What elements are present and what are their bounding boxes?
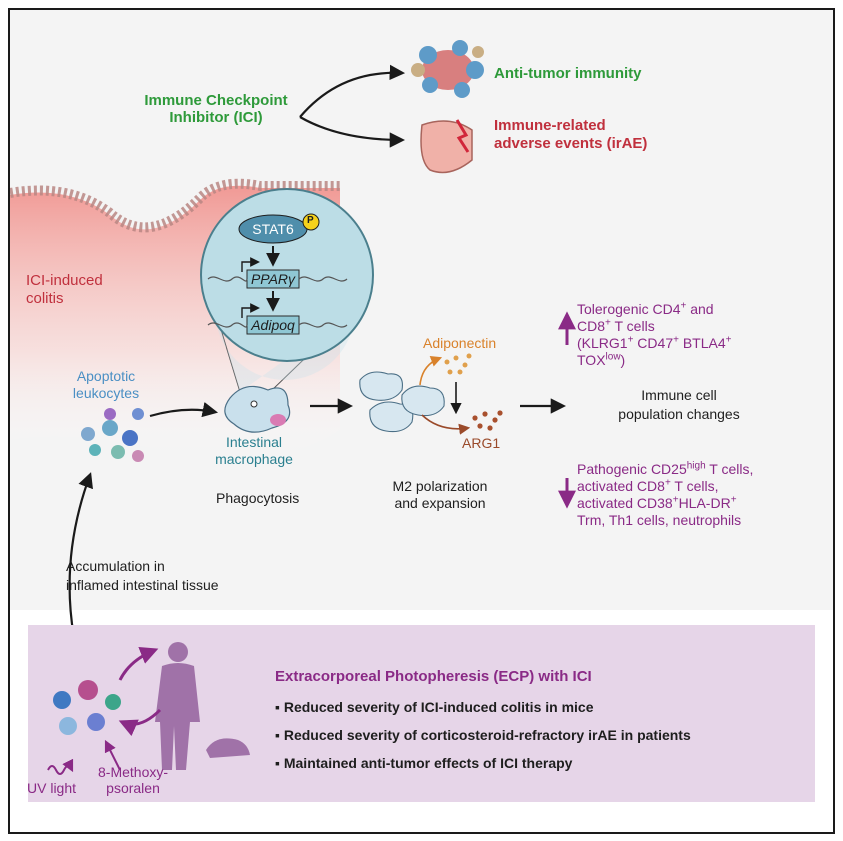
phospho-label: P: [307, 215, 314, 226]
m2-macrophages: [359, 371, 445, 433]
ecp-cells: [53, 680, 121, 735]
macrophage-label-line2: macrophage: [215, 451, 293, 467]
diagram-canvas: [10, 10, 833, 802]
ici-arrow-down: [299, 116, 406, 148]
adipoq-label: Adipoq: [251, 317, 295, 333]
patient-icon: [155, 642, 200, 770]
immune-label-line2: population changes: [618, 406, 740, 422]
macrophage-label-line1: Intestinal: [225, 434, 283, 450]
irae-label-line1: Immune-related: [494, 117, 606, 134]
ecp-title: Extracorporeal Photopheresis (ECP) with …: [275, 668, 592, 685]
phospho-badge: [302, 213, 320, 231]
uv-light-label: UV light: [27, 780, 77, 796]
tumor-icon: [411, 40, 484, 98]
ici-arrow-up: [299, 64, 406, 118]
colitis-label-line2: colitis: [26, 290, 64, 307]
ici-label-line2: Inhibitor (ICI): [169, 109, 263, 126]
m2-label-line2: and expansion: [394, 495, 486, 511]
irae-label-line2: adverse events (irAE): [494, 135, 648, 152]
adiponectin-dots: [444, 353, 472, 375]
accumulation-label-line1: Accumulation in: [66, 558, 165, 574]
tolerogenic-text: Tolerogenic CD4+ and CD8+ T cells (KLRG1…: [577, 300, 732, 368]
ecp-bullet-2: ▪ Reduced severity of corticosteroid-ref…: [275, 727, 691, 743]
apoptotic-label-line2: leukocytes: [72, 385, 140, 401]
graphical-abstract: Immune Checkpoint Inhibitor (ICI) Anti-t…: [8, 8, 835, 834]
ecp-bullet-3: ▪ Maintained anti-tumor effects of ICI t…: [275, 755, 573, 771]
mouse-icon: [206, 738, 250, 758]
apoptotic-cells: [81, 408, 144, 462]
arg1-dots: [472, 410, 503, 431]
pathogenic-text: Pathogenic CD25high T cells, activated C…: [577, 460, 754, 528]
psoralen-arrow: [104, 739, 121, 771]
immune-label-line1: Immune cell: [641, 387, 717, 403]
m2-label-line1: M2 polarization: [392, 478, 488, 494]
apoptotic-label-line1: Apoptotic: [76, 368, 136, 384]
uv-squiggle: [47, 758, 74, 775]
adiponectin-label: Adiponectin: [423, 335, 497, 351]
accumulation-label-line2: inflamed intestinal tissue: [66, 577, 219, 593]
arg1-label: ARG1: [462, 435, 501, 451]
psoralen-label-line1: 8-Methoxy-: [98, 764, 169, 780]
psoralen-label-line2: psoralen: [106, 780, 160, 796]
phagocytosis-label: Phagocytosis: [216, 490, 300, 506]
intestine-icon: [420, 119, 473, 174]
macrophage-icon: [224, 385, 291, 433]
colitis-label-line1: ICI-induced: [26, 272, 103, 289]
ppar-label: PPARγ: [250, 271, 296, 287]
ecp-bullet-1: ▪ Reduced severity of ICI-induced coliti…: [275, 699, 594, 715]
stat6-label: STAT6: [252, 221, 294, 237]
ici-label-line1: Immune Checkpoint: [144, 92, 288, 109]
anti-tumor-label: Anti-tumor immunity: [494, 65, 642, 82]
